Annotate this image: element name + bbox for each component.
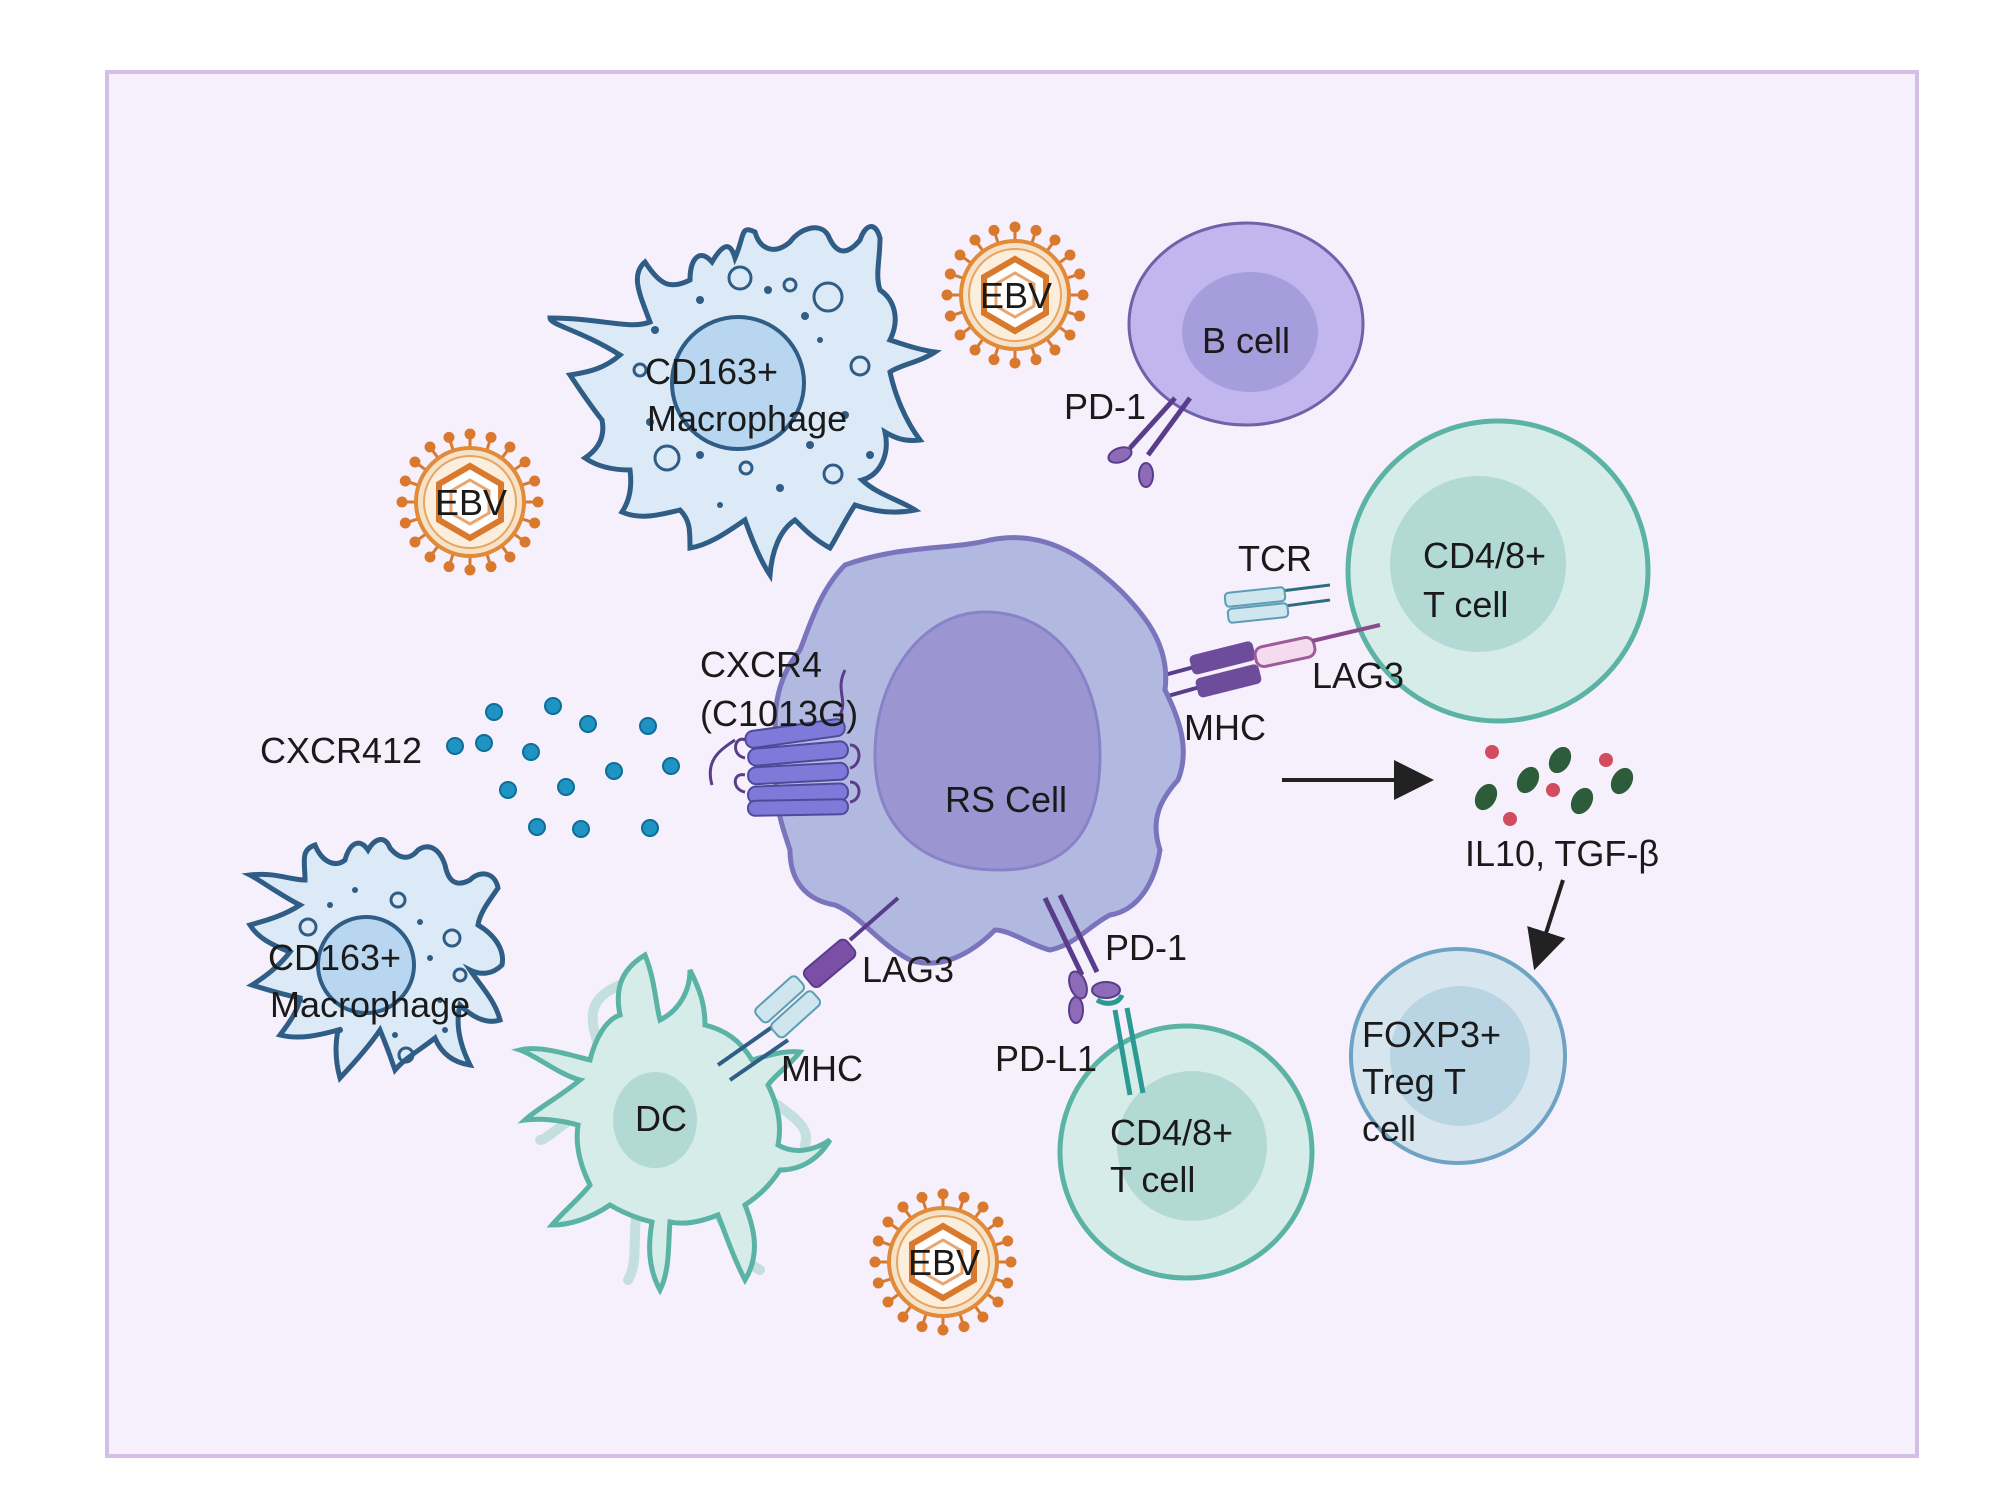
b-cell-label: B cell [1202,320,1290,361]
pd1-label-bottom: PD-1 [1105,927,1187,968]
pd1-pdl1-complex [1042,893,1146,1096]
cytokines-label: IL10, TGF-β [1465,833,1659,874]
macrophage-left-label-line1: CD163+ [268,937,401,978]
t-cell-right-label-line1: CD4/8+ [1423,535,1546,576]
mhc-label-left: MHC [781,1048,863,1089]
cxcr4-label-line1: CXCR4 [700,644,822,685]
lag3-label-right: LAG3 [1312,655,1404,696]
ebv-virus-bottom: EBV [871,1190,1015,1334]
pd1-label-top: PD-1 [1064,386,1146,427]
cytokine-cluster [1474,745,1634,826]
arrow-to-treg [1527,879,1566,971]
ebv-virus-top: EBV [943,223,1087,367]
mhc-lag3-complex-left [716,896,900,1082]
macrophage-left-label-line2: Macrophage [270,984,470,1025]
mhc-label-right: MHC [1184,707,1266,748]
macrophage-top-label-line2: Macrophage [647,398,847,439]
lag3-label-left: LAG3 [862,949,954,990]
ebv-label-left: EBV [435,482,507,523]
macrophage-top-label-line1: CD163+ [645,351,778,392]
dc-label: DC [635,1098,687,1139]
ebv-label-top: EBV [980,275,1052,316]
b-cell: B cell [1127,221,1365,427]
pdl1-label: PD-L1 [995,1038,1097,1079]
t-cell-bottom-label-line2: T cell [1110,1159,1195,1200]
dendritic-cell: DC [511,951,833,1296]
chemokine-dots [446,697,680,838]
macrophage-left: CD163+ Macrophage [241,837,506,1083]
t-cell-right-label-line2: T cell [1423,584,1508,625]
cxcr412-label: CXCR412 [260,730,422,771]
treg-label-line3: cell [1362,1108,1416,1149]
rs-cell: RS Cell [772,535,1186,966]
t-cell-bottom: CD4/8+ T cell [1057,1023,1315,1281]
treg-label-line2: Treg T [1362,1061,1466,1102]
treg-cell: FOXP3+ Treg T cell [1349,947,1567,1165]
macrophage-top: CD163+ Macrophage [547,224,942,583]
ebv-virus-left: EBV [398,430,542,574]
tcr-label: TCR [1238,538,1312,579]
pd1-receptor-b-cell [1107,396,1193,488]
ebv-label-bottom: EBV [908,1242,980,1283]
cxcr4-label-line2: (C1013G) [700,693,858,734]
tcr-receptor [1223,583,1331,624]
cxcr4-receptor [708,669,861,817]
t-cell-right: CD4/8+ T cell [1345,418,1651,724]
t-cell-bottom-label-line1: CD4/8+ [1110,1112,1233,1153]
treg-label-line1: FOXP3+ [1362,1014,1501,1055]
rs-cell-label: RS Cell [945,779,1067,820]
